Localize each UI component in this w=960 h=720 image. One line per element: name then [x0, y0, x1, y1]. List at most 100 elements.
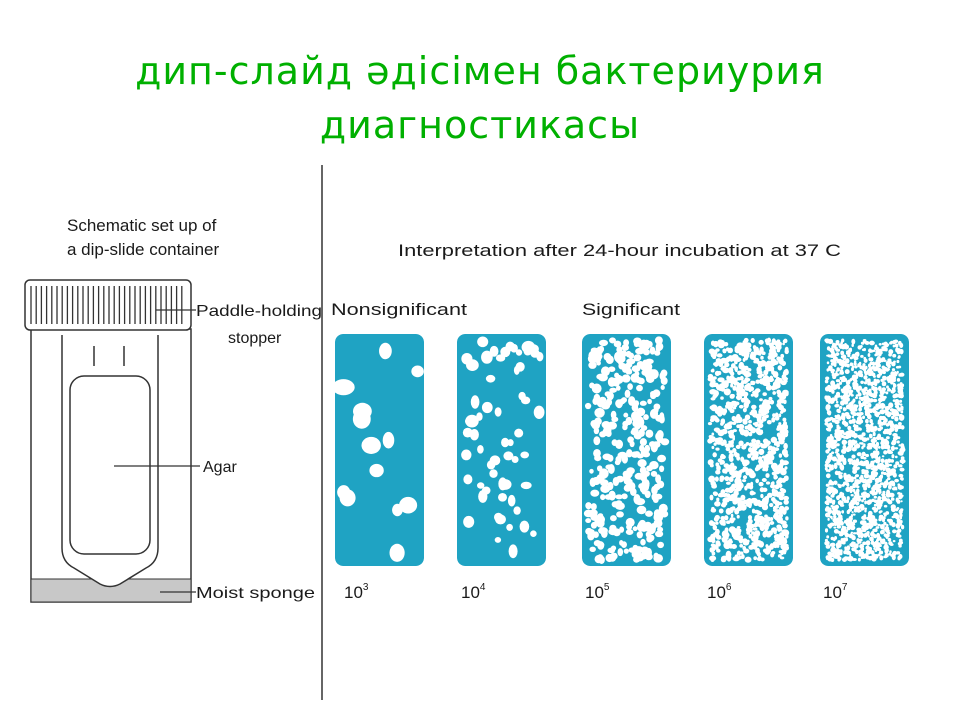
- bacterial-colony: [709, 388, 717, 395]
- bacterial-colony: [898, 496, 902, 500]
- bacterial-colony: [876, 373, 881, 379]
- bacterial-colony: [897, 407, 902, 412]
- bacterial-colony: [741, 445, 747, 450]
- bacterial-colony: [896, 359, 900, 364]
- bacterial-colony: [861, 437, 868, 442]
- bacterial-colony: [858, 372, 861, 376]
- bacterial-colony: [889, 341, 893, 345]
- bacterial-colony: [615, 475, 625, 483]
- bacterial-colony: [828, 459, 832, 462]
- bacterial-colony: [893, 360, 896, 363]
- bacterial-colony: [755, 464, 761, 471]
- bacterial-colony: [777, 477, 784, 484]
- bacterial-colony: [867, 510, 873, 516]
- bacterial-colony: [709, 547, 715, 553]
- bacterial-colony: [639, 438, 647, 446]
- bacterial-colony: [369, 463, 384, 478]
- bacterial-colony: [720, 386, 726, 392]
- bacterial-colony: [832, 499, 836, 504]
- bacterial-colony: [761, 409, 767, 416]
- bacterial-colony: [738, 361, 744, 368]
- bacterial-colony: [477, 336, 489, 348]
- bacterial-colony: [765, 414, 769, 419]
- bacterial-colony: [655, 342, 664, 351]
- bacterial-colony: [843, 472, 847, 477]
- bacterial-colony: [777, 392, 785, 398]
- bacterial-colony: [852, 378, 857, 382]
- bacterial-colony: [855, 351, 860, 357]
- bacterial-colony: [863, 386, 868, 391]
- bacterial-colony: [782, 544, 788, 550]
- bacterial-colony: [858, 411, 864, 416]
- bacterial-colony: [863, 395, 868, 401]
- bacterial-colony: [893, 424, 899, 429]
- bacterial-colony: [835, 443, 840, 447]
- bacterial-colony: [732, 421, 737, 425]
- nonsignificant-label: Nonsignificant: [331, 300, 467, 319]
- bacterial-colony: [519, 520, 530, 533]
- bacterial-colony: [836, 400, 839, 404]
- bacterial-colony: [877, 463, 882, 468]
- bacterial-colony: [890, 422, 894, 426]
- count-label-10-4: 104: [461, 582, 486, 602]
- bacterial-colony: [654, 336, 663, 345]
- bacterial-colony: [897, 534, 902, 538]
- bacterial-colony: [877, 427, 882, 432]
- bacterial-colony: [660, 438, 670, 446]
- bacterial-colony: [748, 533, 753, 539]
- bacterial-colony: [882, 483, 888, 489]
- bacterial-colony: [838, 484, 842, 489]
- bacterial-colony: [824, 466, 828, 471]
- bacterial-colony: [880, 467, 883, 471]
- bacterial-colony: [881, 381, 887, 387]
- bacterial-colony: [477, 445, 484, 454]
- bacterial-colony: [775, 412, 779, 418]
- bacterial-colony: [866, 445, 872, 450]
- bacterial-colony: [891, 368, 896, 372]
- bacterial-colony: [520, 451, 530, 459]
- bacterial-colony: [857, 363, 861, 368]
- bacterial-colony: [738, 440, 744, 446]
- bacterial-colony: [875, 366, 879, 370]
- bacterial-colony: [591, 348, 596, 353]
- bacterial-colony: [885, 553, 889, 558]
- bacterial-colony: [885, 491, 891, 498]
- bacterial-colony: [842, 481, 847, 486]
- bacterial-colony: [727, 356, 732, 362]
- bacterial-colony: [730, 383, 734, 388]
- bacterial-colony: [858, 406, 862, 412]
- bacterial-colony: [711, 415, 716, 419]
- bacterial-colony: [880, 415, 887, 421]
- bacterial-colony: [881, 346, 887, 352]
- bacterial-colony: [776, 543, 780, 548]
- bacterial-colony: [727, 487, 734, 494]
- bacterial-colony: [864, 500, 867, 505]
- bacterial-colony: [876, 457, 881, 462]
- bacterial-colony: [589, 546, 596, 553]
- bacterial-colony: [739, 483, 744, 488]
- bacterial-colony: [850, 541, 855, 546]
- bacterial-colony: [847, 458, 852, 463]
- bacterial-colony: [831, 417, 836, 422]
- bacterial-colony: [645, 358, 654, 365]
- bacterial-colony: [734, 554, 739, 559]
- bacterial-colony: [619, 526, 625, 533]
- bacterial-colony: [714, 532, 720, 538]
- bacterial-colony: [600, 366, 611, 377]
- bacterial-colony: [861, 499, 864, 503]
- bacterial-colony: [654, 530, 664, 538]
- bacterial-colony: [824, 528, 829, 533]
- bacterial-colony: [829, 433, 833, 437]
- bacterial-colony: [779, 461, 784, 467]
- bacterial-colony: [879, 402, 886, 410]
- bacterial-colony: [780, 353, 785, 359]
- bacterial-colony: [863, 469, 866, 473]
- bacterial-colony: [851, 439, 856, 444]
- bacterial-colony: [728, 450, 734, 454]
- bacterial-colony: [866, 531, 870, 535]
- bacterial-colony: [847, 446, 851, 451]
- bacterial-colony: [713, 362, 720, 367]
- bacterial-colony: [783, 442, 788, 450]
- bacterial-colony: [876, 478, 881, 483]
- bacterial-colony: [762, 438, 769, 444]
